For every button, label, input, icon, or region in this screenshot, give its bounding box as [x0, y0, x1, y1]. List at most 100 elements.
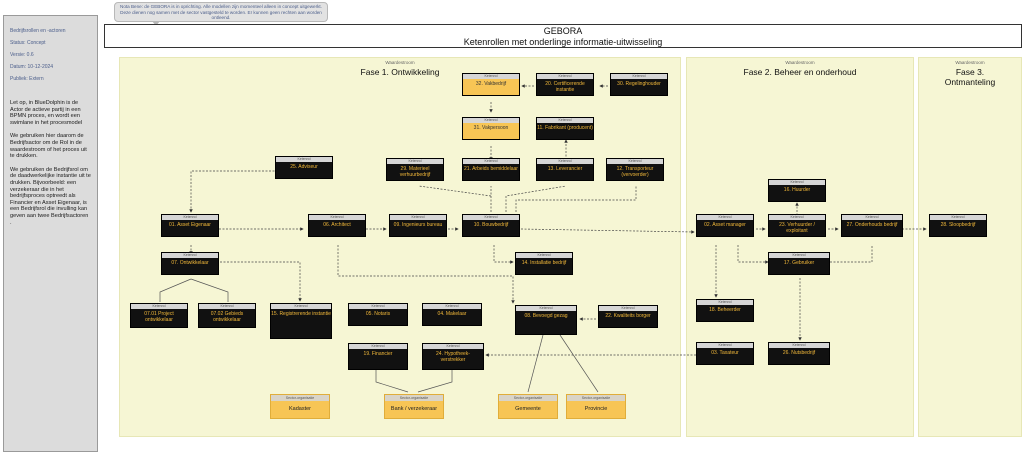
node-16-huurder[interactable]: Ketenrol 16. Huurder — [768, 179, 826, 202]
meta-public: Publiek: Extern — [10, 76, 44, 82]
node-kind: Ketenrol — [162, 215, 218, 220]
node-kind: Ketenrol — [697, 215, 753, 220]
node-26-nutsbedrijf[interactable]: Ketenrol 26. Nutsbedrijf — [768, 342, 830, 365]
node-label: 26. Nutsbedrijf — [782, 350, 816, 356]
node-kind: Ketenrol — [390, 215, 446, 220]
node-kind: Ketenrol — [463, 118, 519, 123]
lane-fase-3: Waardestroom Fase 3. Ontmanteling — [918, 57, 1022, 437]
node-label: 27. Onderhouds bedrijf — [846, 222, 898, 228]
node-label: 22. Kwaliteits borger — [605, 313, 651, 319]
node-label: 15. Registrerende instantie — [271, 311, 331, 317]
node-kind: Ketenrol — [423, 304, 481, 309]
lane-tag: Waardestroom — [785, 60, 815, 65]
node-kind: Ketenrol — [349, 304, 407, 309]
meta-version: Versie: 0.6 — [10, 52, 34, 58]
disclaimer-bubble-tail — [152, 21, 160, 26]
disclaimer-bubble: Nota Bene: de GEBORA is in oprichting. A… — [114, 2, 328, 22]
node-kind: Ketenrol — [131, 304, 187, 309]
node-label: 20. Certificerende instantie — [545, 81, 585, 93]
node-kind: Ketenrol — [387, 159, 443, 164]
node-kind: Ketenrol — [199, 304, 255, 309]
node-label: 28. Sloopbedrijf — [940, 222, 976, 228]
node-kind: Ketenrol — [537, 159, 593, 164]
node-kind: Ketenrol — [463, 215, 519, 220]
node-kind: Ketenrol — [769, 180, 825, 185]
node-label: 02. Asset manager — [704, 222, 746, 228]
node-kind: Ketenrol — [769, 343, 829, 348]
node-0701-project-ontwikkelaar[interactable]: Ketenrol 07.01 Project ontwikkelaar — [130, 303, 188, 328]
node-01-asset-eigenaar[interactable]: Ketenrol 01. Asset Eigenaar — [161, 214, 219, 237]
node-label: 31. Vakpersoon — [473, 125, 509, 131]
node-kind: Ketenrol — [463, 159, 519, 164]
node-13-leverancier[interactable]: Ketenrol 13. Leverancier — [536, 158, 594, 181]
note-1: Let op, in BlueDolphin is de Actor de ac… — [10, 100, 83, 126]
node-20-certificerende-instantie[interactable]: Ketenrol 20. Certificerende instantie — [536, 73, 594, 96]
node-29-materieel-verhuurbedrijf[interactable]: Ketenrol 29. Materieel verhuurbedrijf — [386, 158, 444, 181]
node-kind: Ketenrol — [516, 306, 576, 311]
node-kind: Ketenrol — [611, 74, 667, 79]
node-kind: Ketenrol — [537, 74, 593, 79]
node-kind: Ketenrol — [769, 253, 829, 258]
diagram-header: GEBORA Ketenrollen met onderlinge inform… — [104, 24, 1022, 48]
header-subtitle: Ketenrollen met onderlinge informatie-ui… — [463, 37, 663, 47]
org-kind: Sector-organisatie — [385, 395, 443, 401]
node-label: 29. Materieel verhuurbedrijf — [399, 166, 431, 178]
node-label: 07. Ontwikkelaar — [171, 260, 209, 266]
node-kind: Ketenrol — [271, 304, 331, 309]
node-label: 14. Installatie bedrijf — [521, 260, 567, 266]
node-label: 24. Hypotheek- verstrekker — [436, 351, 470, 363]
node-15-registrerende-instantie[interactable]: Ketenrol 15. Registrerende instantie — [270, 303, 332, 339]
node-label: 07.01 Project ontwikkelaar — [144, 311, 174, 323]
node-04-makelaar[interactable]: Ketenrol 04. Makelaar — [422, 303, 482, 326]
node-label: 13. Leverancier — [547, 166, 583, 172]
node-label: 01. Asset Eigenaar — [169, 222, 211, 228]
node-kind: Ketenrol — [276, 157, 332, 162]
node-label: 25. Adviseur — [290, 164, 318, 170]
org-kind: Sector-organisatie — [567, 395, 625, 401]
node-label: 30. Regelinghouder — [617, 81, 661, 87]
meta-date: Datum: 10-12-2024 — [10, 64, 54, 70]
org-kind: Sector-organisatie — [271, 395, 329, 401]
node-07-ontwikkelaar[interactable]: Ketenrol 07. Ontwikkelaar — [161, 252, 219, 275]
node-31-vakpersoon[interactable]: Ketenrol 31. Vakpersoon — [462, 117, 520, 140]
node-kind: Ketenrol — [162, 253, 218, 258]
node-02-asset-manager[interactable]: Ketenrol 02. Asset manager — [696, 214, 754, 237]
node-label: 04. Makelaar — [437, 311, 467, 317]
node-kind: Ketenrol — [697, 343, 753, 348]
meta-status: Status: Concept — [10, 40, 46, 46]
note-3: We gebruiken de Bedrijfsrol om de daadwe… — [10, 166, 91, 226]
node-kind: Ketenrol — [349, 344, 407, 349]
info-sidebar: Bedrijfsrollen en -actoren Status: Conce… — [3, 15, 98, 452]
node-label: 16. Huurder — [783, 187, 811, 193]
node-label: 06. Architect — [323, 222, 351, 228]
note-2: We gebruiken hier daarom de Bedrijfsacto… — [10, 133, 87, 160]
node-25-adviseur[interactable]: Ketenrol 25. Adviseur — [275, 156, 333, 179]
org-label: Gemeente — [515, 406, 541, 412]
lane-fase-2: Waardestroom Fase 2. Beheer en onderhoud — [686, 57, 914, 437]
node-30-regelinghouder[interactable]: Ketenrol 30. Regelinghouder — [610, 73, 668, 96]
